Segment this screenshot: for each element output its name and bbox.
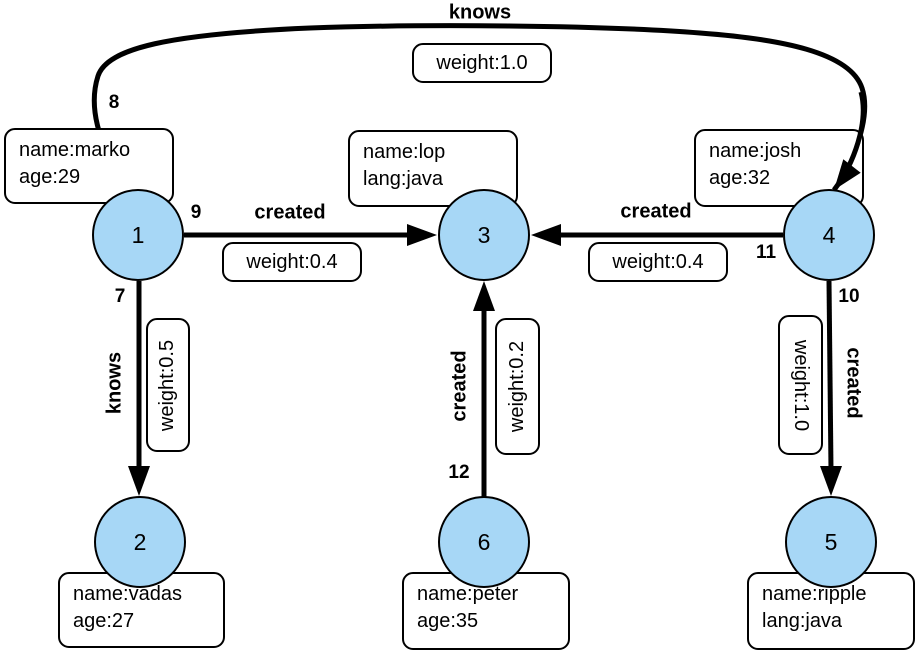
edge-7-arrowhead	[128, 466, 150, 496]
edge-7-weight-label: weight:0.5	[156, 339, 179, 431]
edge-9-id: 9	[190, 202, 202, 223]
vertex-2: 2	[94, 496, 186, 588]
edge-11-weight-box: weight:0.4	[588, 242, 728, 282]
edge-12-weight-box: weight:0.2	[495, 318, 540, 455]
vertex-6: 6	[438, 496, 530, 588]
edge-9-arrowhead	[407, 224, 437, 246]
vertex-2-prop-name: name:vadas	[73, 583, 182, 605]
vertex-4-prop-name: name:josh	[709, 140, 802, 162]
edge-8-label: knows	[448, 1, 512, 24]
edge-7-id: 7	[114, 286, 126, 307]
vertex-4-id: 4	[822, 221, 836, 248]
edge-8-weight-box: weight:1.0	[412, 43, 552, 83]
edge-11-arrowhead	[531, 224, 561, 246]
vertex-5-id: 5	[824, 528, 838, 555]
edge-11-weight-label: weight:0.4	[612, 250, 704, 273]
edge-8-weight-label: weight:1.0	[436, 51, 528, 74]
edge-8-id: 8	[108, 92, 120, 113]
vertex-1: 1	[92, 189, 184, 281]
vertex-6-prop-name: name:peter	[417, 583, 519, 605]
edge-10-line	[826, 280, 834, 471]
edge-10-weight-box: weight:1.0	[778, 315, 823, 455]
edge-12-label: created	[448, 350, 471, 422]
vertex-1-prop-name: name:marko	[19, 139, 131, 161]
vertex-3: 3	[438, 189, 530, 281]
edge-11-label: created	[620, 200, 692, 223]
edge-7-label: knows	[103, 351, 126, 415]
vertex-1-prop-age: age:29	[19, 166, 81, 188]
edge-9-weight-label: weight:0.4	[246, 250, 338, 273]
edge-9-weight-box: weight:0.4	[222, 242, 362, 282]
edge-9-label: created	[254, 201, 326, 224]
vertex-2-properties-box: name:vadas age:27	[58, 572, 225, 648]
vertex-5-prop-lang: lang:java	[762, 610, 843, 632]
edge-11-id: 11	[755, 242, 777, 263]
edge-10-label: created	[842, 347, 865, 419]
edge-12-id: 12	[448, 462, 470, 483]
vertex-5-properties-box: name:ripple lang:java	[747, 572, 915, 650]
vertex-3-prop-name: name:lop	[363, 141, 446, 163]
vertex-2-id: 2	[133, 528, 147, 555]
vertex-1-id: 1	[131, 221, 145, 248]
edge-12-arrowhead	[473, 281, 495, 311]
vertex-2-prop-age: age:27	[73, 610, 135, 632]
vertex-5-prop-name: name:ripple	[762, 583, 867, 605]
vertex-3-id: 3	[477, 221, 491, 248]
edge-12-weight-label: weight:0.2	[506, 340, 529, 433]
edge-10-arrowhead	[820, 466, 842, 496]
edge-10-weight-label: weight:1.0	[790, 339, 813, 431]
vertex-6-id: 6	[477, 528, 491, 555]
vertex-6-prop-age: age:35	[417, 610, 479, 632]
edge-7-weight-box: weight:0.5	[146, 318, 190, 452]
vertex-5: 5	[785, 496, 877, 588]
edge-10-id: 10	[838, 286, 860, 307]
vertex-4: 4	[783, 189, 875, 281]
vertex-4-prop-age: age:32	[709, 167, 771, 189]
